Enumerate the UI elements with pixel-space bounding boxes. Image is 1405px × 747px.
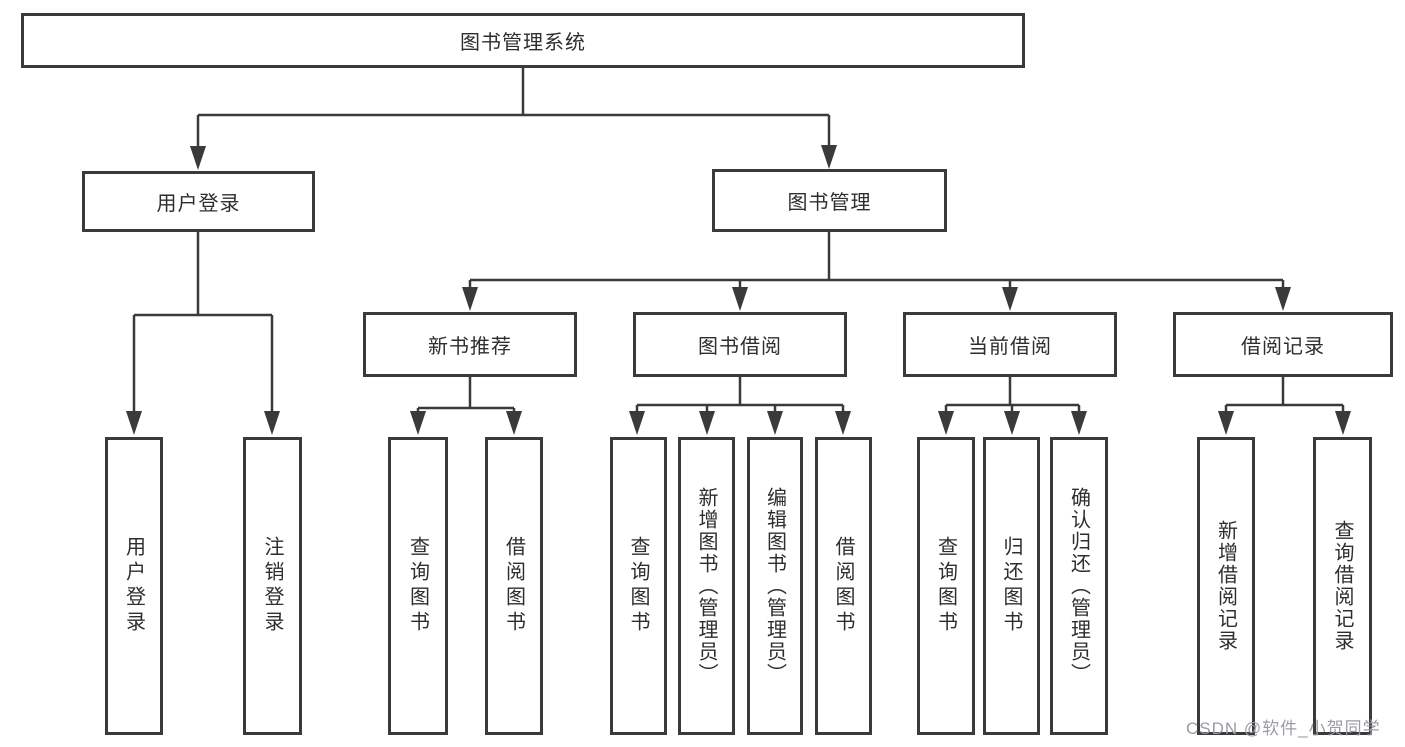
node-current-borrowing: 当前借阅 <box>903 312 1117 377</box>
arrowhead-icons <box>126 145 1351 435</box>
leaf-confirm-return-admin: 确认归还（管理员） <box>1050 437 1108 735</box>
node-library-management-system: 图书管理系统 <box>21 13 1025 68</box>
leaf-borrow-books-recommend: 借阅图书 <box>485 437 543 735</box>
node-book-borrowing: 图书借阅 <box>633 312 847 377</box>
leaf-add-books-admin: 新增图书（管理员） <box>678 437 735 735</box>
leaf-user-login: 用户登录 <box>105 437 163 735</box>
leaf-query-books-recommend: 查询图书 <box>388 437 448 735</box>
csdn-watermark: CSDN @软件_小贺同学 <box>1186 719 1381 738</box>
leaf-query-borrow-record: 查询借阅记录 <box>1313 437 1372 735</box>
leaf-add-borrow-record: 新增借阅记录 <box>1197 437 1255 735</box>
leaf-logout: 注销登录 <box>243 437 302 735</box>
leaf-edit-books-admin: 编辑图书（管理员） <box>747 437 803 735</box>
node-new-book-recommendation: 新书推荐 <box>363 312 577 377</box>
leaf-borrow-books: 借阅图书 <box>815 437 872 735</box>
leaf-query-books-current: 查询图书 <box>917 437 975 735</box>
leaf-return-books: 归还图书 <box>983 437 1040 735</box>
node-borrowing-records: 借阅记录 <box>1173 312 1393 377</box>
node-book-management: 图书管理 <box>712 169 947 232</box>
leaf-query-books-borrow: 查询图书 <box>610 437 667 735</box>
node-user-login: 用户登录 <box>82 171 315 232</box>
